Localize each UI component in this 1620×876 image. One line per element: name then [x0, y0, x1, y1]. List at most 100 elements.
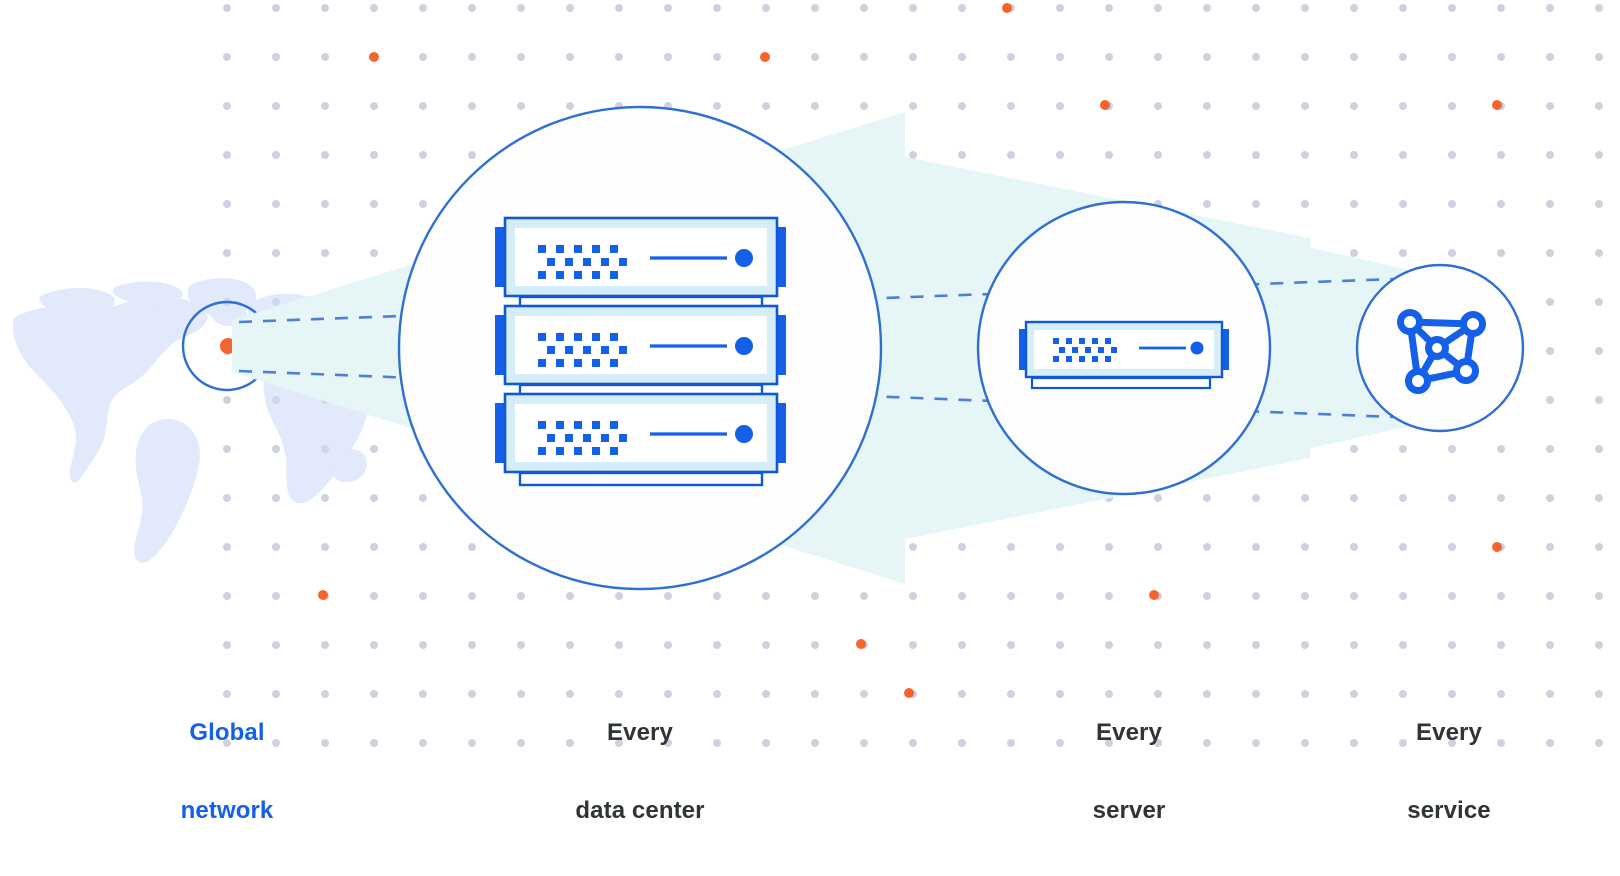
grid-dot — [1546, 298, 1554, 306]
grid-dot — [664, 739, 672, 747]
rack-unit-2-status-dot — [735, 337, 753, 355]
grid-dot — [909, 739, 917, 747]
grid-dot — [566, 739, 574, 747]
grid-dot — [272, 249, 280, 257]
grid-dot — [1595, 298, 1603, 306]
grid-dot — [223, 592, 231, 600]
grid-dot — [370, 543, 378, 551]
grid-dot — [370, 200, 378, 208]
grid-dot — [1154, 494, 1162, 502]
grid-dot — [419, 592, 427, 600]
grid-dot — [1105, 592, 1113, 600]
grid-dot — [615, 690, 623, 698]
grid-dot — [1497, 249, 1505, 257]
grid-dot — [713, 53, 721, 61]
grid-dot-accent — [760, 52, 770, 62]
grid-dot — [1252, 690, 1260, 698]
grid-dot — [370, 641, 378, 649]
diagram-canvas: Global network Every data center Every s… — [12, 3, 1603, 824]
grid-dot — [958, 592, 966, 600]
grid-dot — [811, 739, 819, 747]
grid-dot — [419, 102, 427, 110]
grid-dot — [272, 739, 280, 747]
grid-dot — [1595, 102, 1603, 110]
grid-dot — [1203, 494, 1211, 502]
rack-unit-2-leds — [538, 333, 627, 367]
grid-dot — [860, 739, 868, 747]
grid-dot — [1546, 102, 1554, 110]
grid-dot — [1448, 641, 1456, 649]
grid-dot — [1203, 592, 1211, 600]
grid-dot-accent — [1002, 3, 1012, 13]
label-global-network-line2: network — [180, 797, 274, 824]
network-graph-nodes — [1397, 309, 1486, 394]
grid-dot — [958, 543, 966, 551]
grid-dot — [272, 690, 280, 698]
grid-dot — [1350, 543, 1358, 551]
grid-dot — [419, 543, 427, 551]
grid-dot — [1203, 151, 1211, 159]
grid-dot — [1301, 592, 1309, 600]
grid-dot — [419, 151, 427, 159]
grid-dot — [223, 249, 231, 257]
grid-dot — [1105, 739, 1113, 747]
grid-dot — [517, 641, 525, 649]
grid-dot — [1595, 641, 1603, 649]
grid-dot — [566, 53, 574, 61]
grid-dot — [1203, 4, 1211, 12]
grid-dot — [517, 690, 525, 698]
grid-dot — [909, 4, 917, 12]
single-server-leds — [1053, 338, 1117, 362]
grid-dot — [223, 641, 231, 649]
grid-dot — [664, 690, 672, 698]
grid-dot — [1350, 592, 1358, 600]
grid-dot — [811, 641, 819, 649]
label-every-data-center-line2: data center — [575, 797, 705, 824]
grid-dot — [1448, 690, 1456, 698]
grid-dot — [713, 102, 721, 110]
grid-dot — [1056, 641, 1064, 649]
grid-dot — [1007, 151, 1015, 159]
label-every-service-line2: service — [1407, 797, 1491, 824]
grid-dot — [223, 151, 231, 159]
grid-dot — [517, 739, 525, 747]
grid-dot — [1546, 739, 1554, 747]
grid-dot — [713, 641, 721, 649]
grid-dot — [1301, 53, 1309, 61]
grid-dot — [1595, 200, 1603, 208]
grid-dot — [1203, 690, 1211, 698]
grid-dot — [1301, 739, 1309, 747]
grid-dot — [1595, 690, 1603, 698]
grid-dot — [1007, 641, 1015, 649]
grid-dot — [419, 690, 427, 698]
grid-dot — [1154, 53, 1162, 61]
grid-dot — [1497, 592, 1505, 600]
grid-dot — [419, 53, 427, 61]
grid-dot — [1154, 543, 1162, 551]
grid-dot — [272, 592, 280, 600]
grid-dot — [272, 151, 280, 159]
grid-dot — [1399, 494, 1407, 502]
grid-dot — [223, 445, 231, 453]
rack-unit-1 — [495, 216, 786, 311]
grid-dot — [1448, 4, 1456, 12]
grid-dot — [615, 4, 623, 12]
node-top-right-icon — [1460, 311, 1486, 337]
grid-dot — [566, 690, 574, 698]
grid-dot — [223, 53, 231, 61]
grid-dot — [1546, 396, 1554, 404]
grid-dot — [1203, 543, 1211, 551]
grid-dot — [713, 4, 721, 12]
grid-dot — [1350, 641, 1358, 649]
grid-dot — [1497, 4, 1505, 12]
grid-dot — [1497, 53, 1505, 61]
grid-dot — [1595, 347, 1603, 355]
grid-dot — [1007, 543, 1015, 551]
grid-dot — [321, 249, 329, 257]
grid-dot — [1252, 592, 1260, 600]
grid-dot — [615, 592, 623, 600]
grid-dot — [370, 690, 378, 698]
grid-dot — [321, 102, 329, 110]
grid-dot — [370, 592, 378, 600]
grid-dot — [1203, 641, 1211, 649]
